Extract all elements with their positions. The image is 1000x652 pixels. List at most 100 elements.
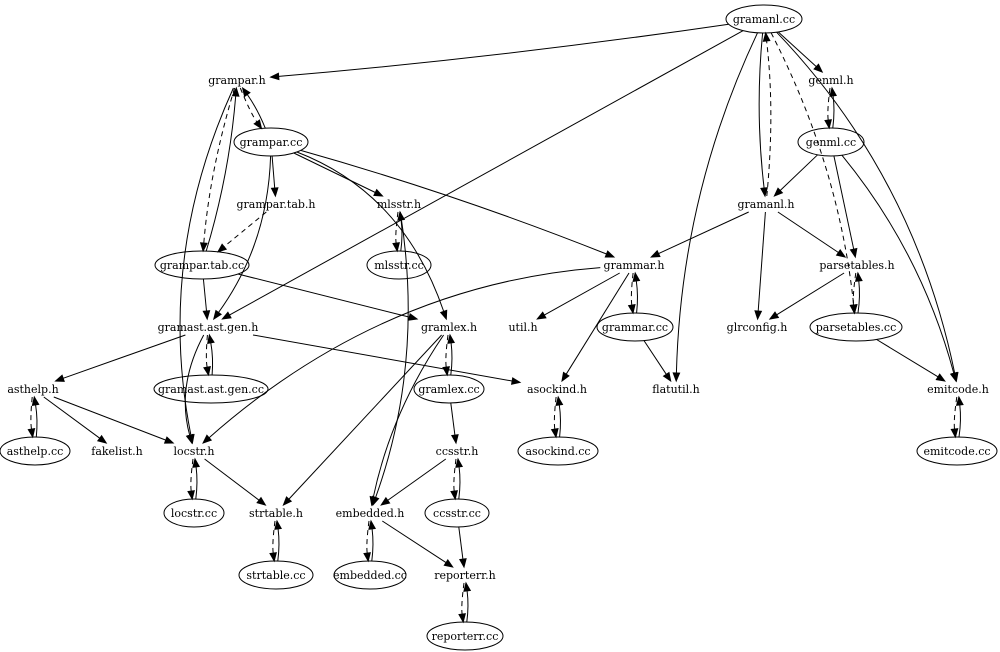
edge-gramlex-cc-to-gramlex-h bbox=[447, 333, 455, 376]
node-label: grammar.h bbox=[604, 259, 665, 272]
edge-line bbox=[458, 526, 464, 560]
node-ellipse bbox=[153, 374, 269, 404]
node-label: gramanl.h bbox=[737, 198, 794, 211]
node-gramast-ast-gen-h: gramast.ast.gen.h bbox=[158, 321, 259, 334]
edge-locstr-h-to-strtable-h bbox=[204, 458, 267, 506]
node-asthelp-h: asthelp.h bbox=[7, 383, 58, 396]
node-ccsstr-cc: ccsstr.cc bbox=[424, 498, 490, 528]
arrow-head bbox=[949, 371, 958, 383]
arrow-head bbox=[54, 374, 65, 382]
node-label: mlsstr.cc bbox=[374, 259, 424, 272]
arrow-head bbox=[672, 372, 681, 383]
edge-line bbox=[466, 590, 469, 623]
node-asthelp-cc: asthelp.cc bbox=[0, 436, 71, 466]
node-label: grampar.tab.h bbox=[236, 198, 315, 211]
edge-line bbox=[387, 458, 447, 501]
arrow-head bbox=[451, 434, 459, 445]
edge-line bbox=[630, 272, 634, 306]
node-grampar-h: grampar.h bbox=[208, 74, 266, 87]
arrow-head bbox=[269, 552, 277, 563]
arrow-head bbox=[31, 395, 40, 407]
edge-line bbox=[30, 396, 33, 430]
arrow-head bbox=[662, 371, 672, 383]
node-ellipse bbox=[413, 374, 485, 404]
edge-line bbox=[461, 582, 465, 615]
node-label: parsetables.cc bbox=[816, 321, 897, 334]
node-ellipse bbox=[424, 498, 490, 528]
edge-line bbox=[833, 155, 855, 250]
node-label: reporterr.h bbox=[434, 569, 496, 582]
node-label: locstr.cc bbox=[171, 507, 217, 520]
edge-line bbox=[371, 528, 374, 562]
node-label: embedded.h bbox=[336, 507, 405, 520]
node-reporterr-cc: reporterr.cc bbox=[426, 621, 504, 651]
edge-reporterr-h-to-reporterr-cc bbox=[458, 582, 466, 624]
edge-grampar-cc-to-mlsstr-h bbox=[293, 152, 384, 197]
edge-gramast-ast-gen-h-to-gramast-ast-gen-cc bbox=[203, 334, 211, 377]
edge-line bbox=[53, 396, 166, 441]
node-asockind-cc: asockind.cc bbox=[517, 436, 599, 466]
edge-grampar-h-to-grampar-cc bbox=[239, 87, 263, 130]
arrow-head bbox=[849, 304, 858, 315]
edge-grampar-tab-cc-to-gramlex-h bbox=[237, 273, 419, 321]
node-embedded-cc: embedded.cc bbox=[333, 560, 407, 590]
edge-strtable-h-to-strtable-cc bbox=[269, 520, 277, 563]
node-label: emitcode.cc bbox=[923, 445, 990, 458]
edge-line bbox=[278, 23, 729, 77]
edge-line bbox=[205, 334, 208, 368]
arrow-head bbox=[270, 187, 279, 198]
edge-gramlex-h-to-gramlex-cc bbox=[442, 334, 450, 377]
node-label: mlsstr.h bbox=[377, 198, 421, 211]
edge-line bbox=[827, 87, 831, 121]
node-ellipse bbox=[725, 4, 803, 34]
edge-line bbox=[252, 334, 513, 382]
arrow-head bbox=[27, 427, 36, 439]
arrow-head bbox=[458, 613, 466, 624]
edge-ccsstr-cc-to-reporterr-h bbox=[458, 526, 467, 569]
arrow-head bbox=[187, 490, 195, 501]
edge-embedded-h-to-embedded-cc bbox=[363, 520, 371, 563]
arrow-head bbox=[231, 86, 240, 97]
node-embedded-h: embedded.h bbox=[336, 507, 405, 520]
edge-gramlex-h-to-embedded-h bbox=[369, 334, 445, 507]
node-label: grammar.cc bbox=[602, 321, 668, 334]
node-label: grampar.h bbox=[208, 74, 266, 87]
edge-line bbox=[237, 273, 410, 318]
edge-asthelp-cc-to-asthelp-h bbox=[31, 395, 40, 438]
edge-line bbox=[293, 152, 376, 193]
node-locstr-cc: locstr.cc bbox=[163, 498, 225, 528]
node-label: gramlex.h bbox=[421, 321, 477, 334]
edge-line bbox=[208, 267, 601, 439]
arrow-head bbox=[754, 310, 763, 321]
node-glrconfig-h: glrconfig.h bbox=[727, 321, 788, 334]
node-label: util.h bbox=[508, 321, 537, 334]
arrow-head bbox=[202, 434, 213, 444]
edge-gramanl-h-to-glrconfig-h bbox=[754, 211, 766, 321]
edge-emitcode-cc-to-emitcode-h bbox=[955, 395, 964, 438]
node-label: gramast.ast.gen.h bbox=[158, 321, 259, 334]
arrow-head bbox=[274, 519, 282, 530]
edge-grammar-h-to-util-h bbox=[536, 272, 620, 320]
node-ellipse bbox=[809, 312, 903, 342]
edge-line bbox=[857, 280, 860, 314]
arrow-head bbox=[455, 457, 463, 468]
edge-line bbox=[203, 87, 236, 244]
arrow-head bbox=[185, 433, 194, 445]
edge-line bbox=[246, 94, 266, 129]
arrow-head bbox=[241, 86, 251, 98]
node-label: asthelp.cc bbox=[7, 445, 64, 458]
edge-grampar-cc-to-grampar-tab-h bbox=[270, 155, 279, 198]
edge-line bbox=[757, 211, 766, 312]
node-ellipse bbox=[426, 621, 504, 651]
edge-emitcode-h-to-emitcode-cc bbox=[950, 396, 959, 439]
arrow-head bbox=[96, 434, 108, 444]
edge-asthelp-h-to-locstr-h bbox=[53, 396, 175, 444]
node-gramlex-cc: gramlex.cc bbox=[413, 374, 485, 404]
arrow-head bbox=[650, 249, 661, 258]
edge-line bbox=[223, 211, 267, 248]
edge-line bbox=[458, 466, 461, 500]
arrow-head bbox=[450, 490, 458, 501]
edge-gramanl-h-to-gramanl-cc bbox=[762, 31, 772, 197]
arrow-head bbox=[363, 552, 371, 563]
